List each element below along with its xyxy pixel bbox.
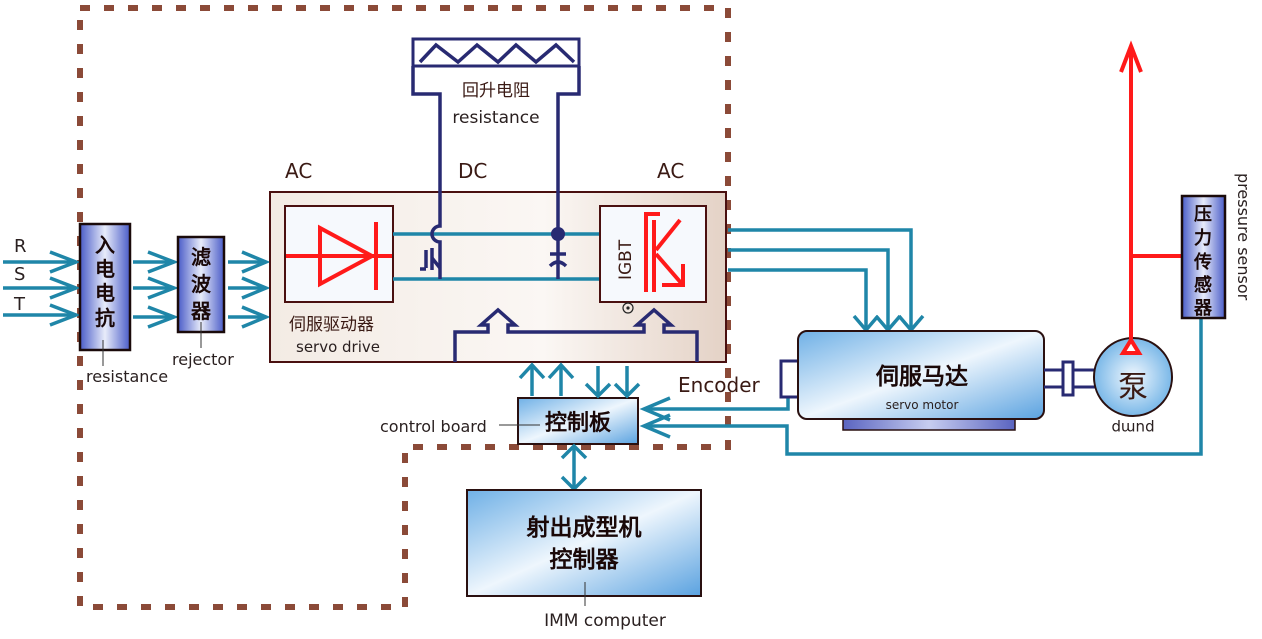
feedback-lines — [639, 318, 1203, 456]
regen-resistor-label-en: resistance — [452, 108, 539, 128]
reactor-char-3: 电 — [95, 281, 115, 305]
input-arrows — [3, 250, 81, 327]
sensor-char-3: 传 — [1193, 251, 1212, 273]
filter-char-1: 滤 — [191, 245, 211, 269]
igbt-label: IGBT — [616, 239, 636, 280]
cursor-marker-icon — [622, 302, 634, 314]
regen-lead-right — [556, 66, 581, 192]
filter: 滤 波 器 rejector — [172, 235, 234, 369]
sensor-char-4: 感 — [1194, 274, 1212, 296]
diode-icon — [286, 222, 392, 290]
phase-r-label: R — [14, 236, 27, 257]
servo-drive-label-en: servo drive — [296, 338, 380, 356]
board-drive-arrows — [518, 362, 641, 399]
ac-output-label: AC — [657, 159, 684, 183]
pressure-sensor: 压 力 传 感 器 pressure sensor — [1180, 173, 1253, 320]
igbt-icon — [644, 212, 685, 292]
phase-t-label: T — [13, 294, 26, 315]
encoder-box — [779, 359, 801, 399]
dc-capacitor-icon — [548, 192, 568, 279]
filter-char-3: 器 — [190, 299, 212, 323]
sensor-char-1: 压 — [1194, 204, 1212, 225]
pump: 泵 pump — [1093, 337, 1173, 437]
controller-boundary-dashed — [77, 5, 731, 610]
drive-to-motor-lines — [728, 228, 925, 333]
reactor-to-filter-arrows — [133, 250, 179, 329]
sensor-char-2: 力 — [1194, 228, 1212, 249]
imm-controller: 射出成型机 控制器 IMM computer — [466, 489, 702, 631]
phase-s-label: S — [14, 264, 25, 285]
dc-label: DC — [458, 159, 487, 183]
filter-to-drive-arrows — [228, 250, 271, 329]
control-board: 控制板 control board — [380, 397, 639, 445]
servo-motor: 伺服马达 servo motor — [779, 330, 1095, 431]
regen-lead-left — [411, 66, 442, 192]
servo-motor-label-en: servo motor — [886, 398, 959, 412]
brake-transistor-icon — [420, 192, 442, 279]
reactor-char-2: 电 — [95, 257, 115, 281]
imm-label-cn-line2: 控制器 — [550, 546, 620, 573]
control-board-label-en: control board — [380, 417, 487, 436]
gate-signal-path — [453, 307, 699, 362]
filter-label-en: rejector — [172, 350, 234, 369]
encoder-label: Encoder — [678, 373, 761, 397]
three-phase-input: R S T — [3, 236, 81, 327]
reactor-char-1: 入 — [95, 233, 115, 257]
pump-label-cn: 泵 — [1118, 370, 1148, 405]
pump-outlet-arrow-icon — [1119, 336, 1143, 355]
control-board-label-cn: 控制板 — [545, 410, 612, 436]
servo-drive: 伺服驱动器 servo drive IGBT — [269, 191, 727, 363]
reactor-char-4: 抗 — [95, 306, 115, 330]
filter-char-2: 波 — [191, 272, 212, 296]
reactor-label-en: resistance — [86, 367, 168, 386]
sensor-char-5: 器 — [1193, 298, 1213, 319]
board-imm-double-arrow — [560, 443, 588, 492]
pressure-sensor-label-en: pressure sensor — [1234, 173, 1253, 301]
imm-label-cn-line1: 射出成型机 — [526, 514, 642, 541]
ac-input-label: AC — [285, 159, 312, 183]
hydraulic-output — [1119, 40, 1182, 355]
coupling-icon — [1061, 360, 1075, 397]
pump-label-en: pump — [1111, 419, 1154, 437]
resistor-zigzag-icon — [418, 42, 576, 65]
input-reactor: 入 电 电 抗 resistance — [78, 222, 168, 386]
servo-drive-label-cn: 伺服驱动器 — [289, 315, 374, 335]
regen-resistor-label-cn: 回升电阻 — [462, 81, 530, 101]
servo-motor-label-cn: 伺服马达 — [875, 364, 968, 390]
regen-resistor: 回升电阻 resistance — [411, 37, 581, 192]
imm-label-en: IMM computer — [544, 611, 666, 631]
